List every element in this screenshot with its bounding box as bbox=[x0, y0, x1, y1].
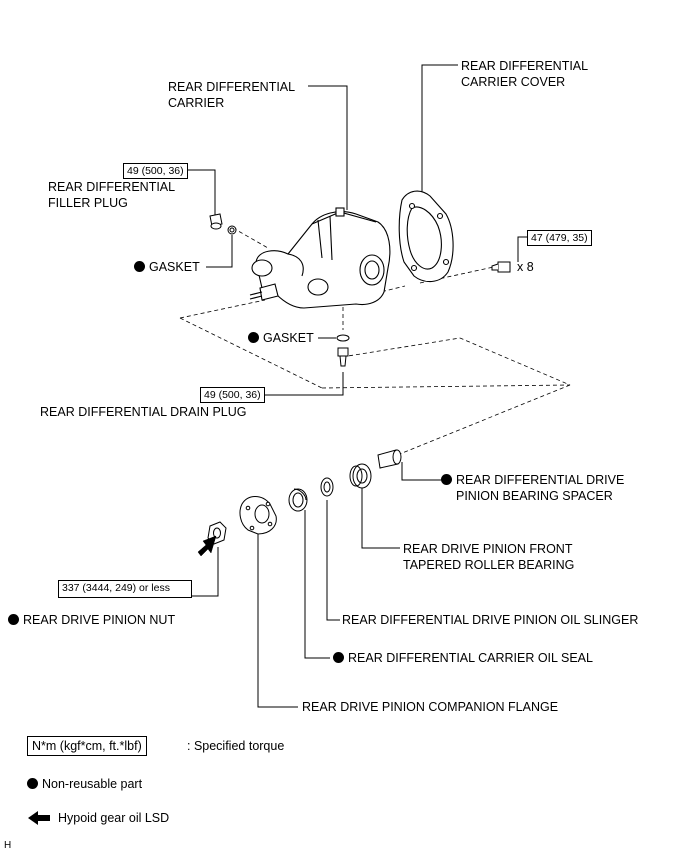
carrier-cover bbox=[398, 190, 454, 283]
label-bearing-spacer-line2: PINION BEARING SPACER bbox=[456, 489, 613, 503]
companion-flange-part bbox=[239, 496, 277, 535]
leader-drain-plug bbox=[262, 372, 344, 396]
drain-plug-part bbox=[336, 334, 350, 367]
front-bearing-part bbox=[349, 463, 372, 489]
leader-pinion-nut bbox=[191, 547, 219, 597]
leader-carrier bbox=[308, 85, 348, 210]
label-front-bearing-line1: REAR DRIVE PINION FRONT bbox=[403, 542, 573, 556]
label-filler-plug-line1: REAR DIFFERENTIAL bbox=[48, 180, 176, 194]
label-carrier-cover-line1: REAR DIFFERENTIAL bbox=[461, 59, 589, 73]
legend-torque-box: N*m (kgf*cm, ft.*lbf) bbox=[27, 736, 147, 756]
dash-plane-right bbox=[321, 337, 571, 389]
label-bearing-spacer: REAR DIFFERENTIAL DRIVE PINION BEARING S… bbox=[441, 472, 624, 504]
label-companion-flange: REAR DRIVE PINION COMPANION FLANGE bbox=[302, 700, 559, 714]
label-gasket-upper-text: GASKET bbox=[149, 260, 200, 274]
leader-oil-seal bbox=[304, 510, 330, 659]
label-oil-slinger: REAR DIFFERENTIAL DRIVE PINION OIL SLING… bbox=[342, 613, 639, 627]
leader-bearing-spacer bbox=[401, 462, 441, 481]
label-filler-plug-line2: FILLER PLUG bbox=[48, 196, 128, 210]
torque-filler-plug: 49 (500, 36) bbox=[123, 163, 188, 179]
label-front-bearing-line2: TAPERED ROLLER BEARING bbox=[403, 558, 575, 572]
legend-hypoid-oil: Hypoid gear oil LSD bbox=[58, 811, 170, 825]
legend-torque-desc: : Specified torque bbox=[187, 739, 285, 753]
label-gasket-lower: GASKET bbox=[248, 330, 314, 346]
label-cover-bolt-qty: x 8 bbox=[517, 260, 534, 274]
dash-filler-axis bbox=[232, 227, 269, 249]
leader-gasket-upper bbox=[206, 235, 233, 268]
non-reusable-dot-icon bbox=[333, 652, 344, 663]
filler-plug-part bbox=[209, 213, 237, 235]
legend-arrow-icon bbox=[28, 811, 50, 825]
leader-filler-plug bbox=[184, 169, 216, 215]
label-pinion-nut: REAR DRIVE PINION NUT bbox=[8, 612, 175, 628]
label-oil-seal: REAR DIFFERENTIAL CARRIER OIL SEAL bbox=[333, 650, 593, 666]
footer-code: H bbox=[4, 840, 12, 851]
leader-cover-bolt bbox=[517, 236, 527, 262]
non-reusable-dot-icon bbox=[248, 332, 259, 343]
label-carrier-cover: REAR DIFFERENTIAL CARRIER COVER bbox=[461, 58, 588, 90]
label-carrier-cover-line2: CARRIER COVER bbox=[461, 75, 566, 89]
legend-non-reusable-text: Non-reusable part bbox=[42, 777, 143, 791]
cover-bolt bbox=[491, 261, 511, 273]
non-reusable-dot-icon bbox=[27, 778, 38, 789]
label-bearing-spacer-line1: REAR DIFFERENTIAL DRIVE bbox=[456, 473, 625, 487]
hypoid-oil-arrow bbox=[197, 535, 217, 557]
dash-plane-left bbox=[179, 317, 323, 389]
torque-pinion-nut: 337 (3444, 249) or less bbox=[58, 580, 192, 598]
label-drain-plug: REAR DIFFERENTIAL DRAIN PLUG bbox=[40, 405, 247, 419]
label-gasket-lower-text: GASKET bbox=[263, 331, 314, 345]
label-oil-seal-text: REAR DIFFERENTIAL CARRIER OIL SEAL bbox=[348, 651, 593, 665]
carrier-housing bbox=[249, 207, 391, 309]
label-filler-plug: REAR DIFFERENTIAL FILLER PLUG bbox=[48, 179, 175, 211]
oil-seal-part bbox=[288, 488, 308, 512]
oil-slinger-part bbox=[320, 477, 334, 497]
leader-oil-slinger bbox=[326, 500, 340, 621]
non-reusable-dot-icon bbox=[441, 474, 452, 485]
legend-non-reusable: Non-reusable part bbox=[27, 776, 142, 792]
dash-pinion-axis bbox=[384, 384, 571, 461]
label-gasket-upper: GASKET bbox=[134, 259, 200, 275]
non-reusable-dot-icon bbox=[8, 614, 19, 625]
label-carrier: REAR DIFFERENTIAL CARRIER bbox=[168, 79, 295, 111]
bearing-spacer-part bbox=[377, 449, 402, 469]
leader-carrier-cover bbox=[421, 64, 458, 192]
label-pinion-nut-text: REAR DRIVE PINION NUT bbox=[23, 613, 176, 627]
leader-front-bearing bbox=[361, 488, 400, 549]
torque-drain-plug: 49 (500, 36) bbox=[200, 387, 265, 403]
leader-companion-flange bbox=[257, 530, 298, 708]
torque-cover-bolt: 47 (479, 35) bbox=[527, 230, 592, 246]
label-carrier-line2: CARRIER bbox=[168, 96, 225, 110]
non-reusable-dot-icon bbox=[134, 261, 145, 272]
label-front-bearing: REAR DRIVE PINION FRONT TAPERED ROLLER B… bbox=[403, 541, 574, 573]
label-carrier-line1: REAR DIFFERENTIAL bbox=[168, 80, 296, 94]
